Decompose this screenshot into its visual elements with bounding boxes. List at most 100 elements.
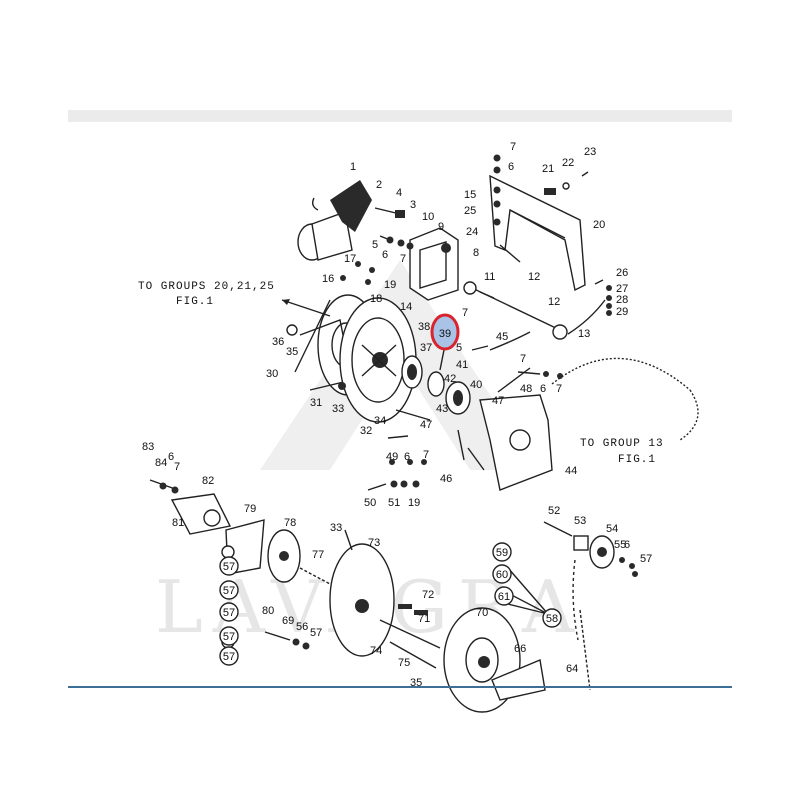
callout-67: 57 xyxy=(223,561,235,573)
top-gray-band xyxy=(68,110,732,122)
callout-15: 15 xyxy=(464,189,476,201)
callout-79: 79 xyxy=(244,503,256,515)
callout-29: 29 xyxy=(616,306,628,318)
callout-53: 53 xyxy=(574,515,586,527)
callout-66: 66 xyxy=(514,643,526,655)
callout-45: 45 xyxy=(496,331,508,343)
callout-42: 42 xyxy=(444,373,456,385)
callout-20: 20 xyxy=(593,219,605,231)
callout-labels: 1 2 4 3 10 9 5 6 7 8 17 16 19 18 11 12 1… xyxy=(142,141,652,689)
note-to-groups-fig: FIG.1 xyxy=(176,296,214,308)
circled-callouts: 59 60 61 58 57 57 57 57 57 xyxy=(219,542,562,666)
callout-59: 59 xyxy=(496,547,508,559)
callout-57e: 57 xyxy=(223,631,235,643)
callout-30: 30 xyxy=(266,368,278,380)
callout-14: 14 xyxy=(400,301,412,313)
bracket-44 xyxy=(457,331,553,491)
callout-9: 9 xyxy=(438,221,444,233)
callout-11: 11 xyxy=(484,271,495,283)
callout-28: 28 xyxy=(616,294,628,306)
callout-35: 35 xyxy=(286,346,298,358)
right-small-parts xyxy=(594,279,612,316)
callout-34: 34 xyxy=(374,415,386,427)
callout-36: 36 xyxy=(272,336,284,348)
callout-78: 78 xyxy=(284,517,296,529)
callout-7d: 7 xyxy=(423,449,429,461)
bracket-plate xyxy=(409,227,459,301)
callout-38: 38 xyxy=(418,321,430,333)
callout-5: 5 xyxy=(372,239,378,251)
callout-33b: 33 xyxy=(330,522,342,534)
callout-47b: 47 xyxy=(420,419,432,431)
callout-12b: 12 xyxy=(548,296,560,308)
top-hardware xyxy=(340,207,414,285)
callout-26: 26 xyxy=(616,267,628,279)
bearing-stack xyxy=(395,339,471,421)
callout-51: 51 xyxy=(388,497,400,509)
callout-2: 2 xyxy=(376,179,382,191)
callout-6: 6 xyxy=(382,249,388,261)
callout-57: 57 xyxy=(310,627,322,639)
callout-57f: 57 xyxy=(223,651,235,663)
callout-57b: 57 xyxy=(640,553,652,565)
callout-77: 77 xyxy=(312,549,324,561)
callout-8: 8 xyxy=(473,247,479,259)
callout-6b: 6 xyxy=(508,161,514,173)
callout-80: 80 xyxy=(262,605,274,617)
note-to-group13: TO GROUP 13 xyxy=(580,438,664,450)
callout-1: 1 xyxy=(350,161,356,173)
callout-19b: 19 xyxy=(408,497,420,509)
callout-7b: 7 xyxy=(462,307,468,319)
callout-7c: 7 xyxy=(510,141,516,153)
mid-hardware xyxy=(286,324,563,491)
callout-64: 64 xyxy=(566,663,578,675)
callout-56: 56 xyxy=(296,621,308,633)
callout-33: 33 xyxy=(332,403,344,415)
callout-57d: 57 xyxy=(223,607,235,619)
callout-52: 52 xyxy=(548,505,560,517)
callout-4: 4 xyxy=(396,187,402,199)
callout-55: 55 xyxy=(614,539,626,551)
callout-6c: 6 xyxy=(540,383,546,395)
callout-75: 75 xyxy=(398,657,410,669)
callout-21: 21 xyxy=(542,163,554,175)
callout-72: 72 xyxy=(422,589,434,601)
note-to-group13-fig: FIG.1 xyxy=(618,454,656,466)
callout-3: 3 xyxy=(410,199,416,211)
callout-43: 43 xyxy=(436,403,448,415)
callout-12: 12 xyxy=(528,271,540,283)
callout-46a: 7 xyxy=(520,353,526,365)
callout-24: 24 xyxy=(466,226,478,238)
chain-loop xyxy=(551,357,699,441)
note-to-groups: TO GROUPS 20,21,25 xyxy=(138,281,275,293)
callout-81: 81 xyxy=(172,517,184,529)
callout-74: 74 xyxy=(370,645,382,657)
callout-7f: 7 xyxy=(174,461,180,473)
callout-13: 13 xyxy=(578,328,590,340)
callout-40: 40 xyxy=(470,379,482,391)
callout-84: 84 xyxy=(155,457,167,469)
callout-16: 16 xyxy=(322,273,334,285)
callout-27: 27 xyxy=(616,283,628,295)
lower-left-assembly xyxy=(149,479,441,669)
callout-7e: 7 xyxy=(556,383,562,395)
callout-17: 17 xyxy=(344,253,356,265)
part-39-highlight[interactable]: 39 xyxy=(430,313,460,351)
callout-49: 49 xyxy=(386,451,398,463)
callout-69: 69 xyxy=(282,615,294,627)
callout-5b: 5 xyxy=(456,342,462,354)
callout-71: 71 xyxy=(418,613,430,625)
callout-44: 44 xyxy=(565,465,577,477)
callout-58: 58 xyxy=(546,613,558,625)
callout-18: 18 xyxy=(370,293,382,305)
callout-82: 82 xyxy=(202,475,214,487)
callout-37: 37 xyxy=(420,342,432,354)
callout-50: 50 xyxy=(364,497,376,509)
callout-83: 83 xyxy=(142,441,154,453)
callout-41: 41 xyxy=(456,359,468,371)
callout-22: 22 xyxy=(562,157,574,169)
drive-pulley xyxy=(294,294,417,423)
motor xyxy=(297,180,372,261)
